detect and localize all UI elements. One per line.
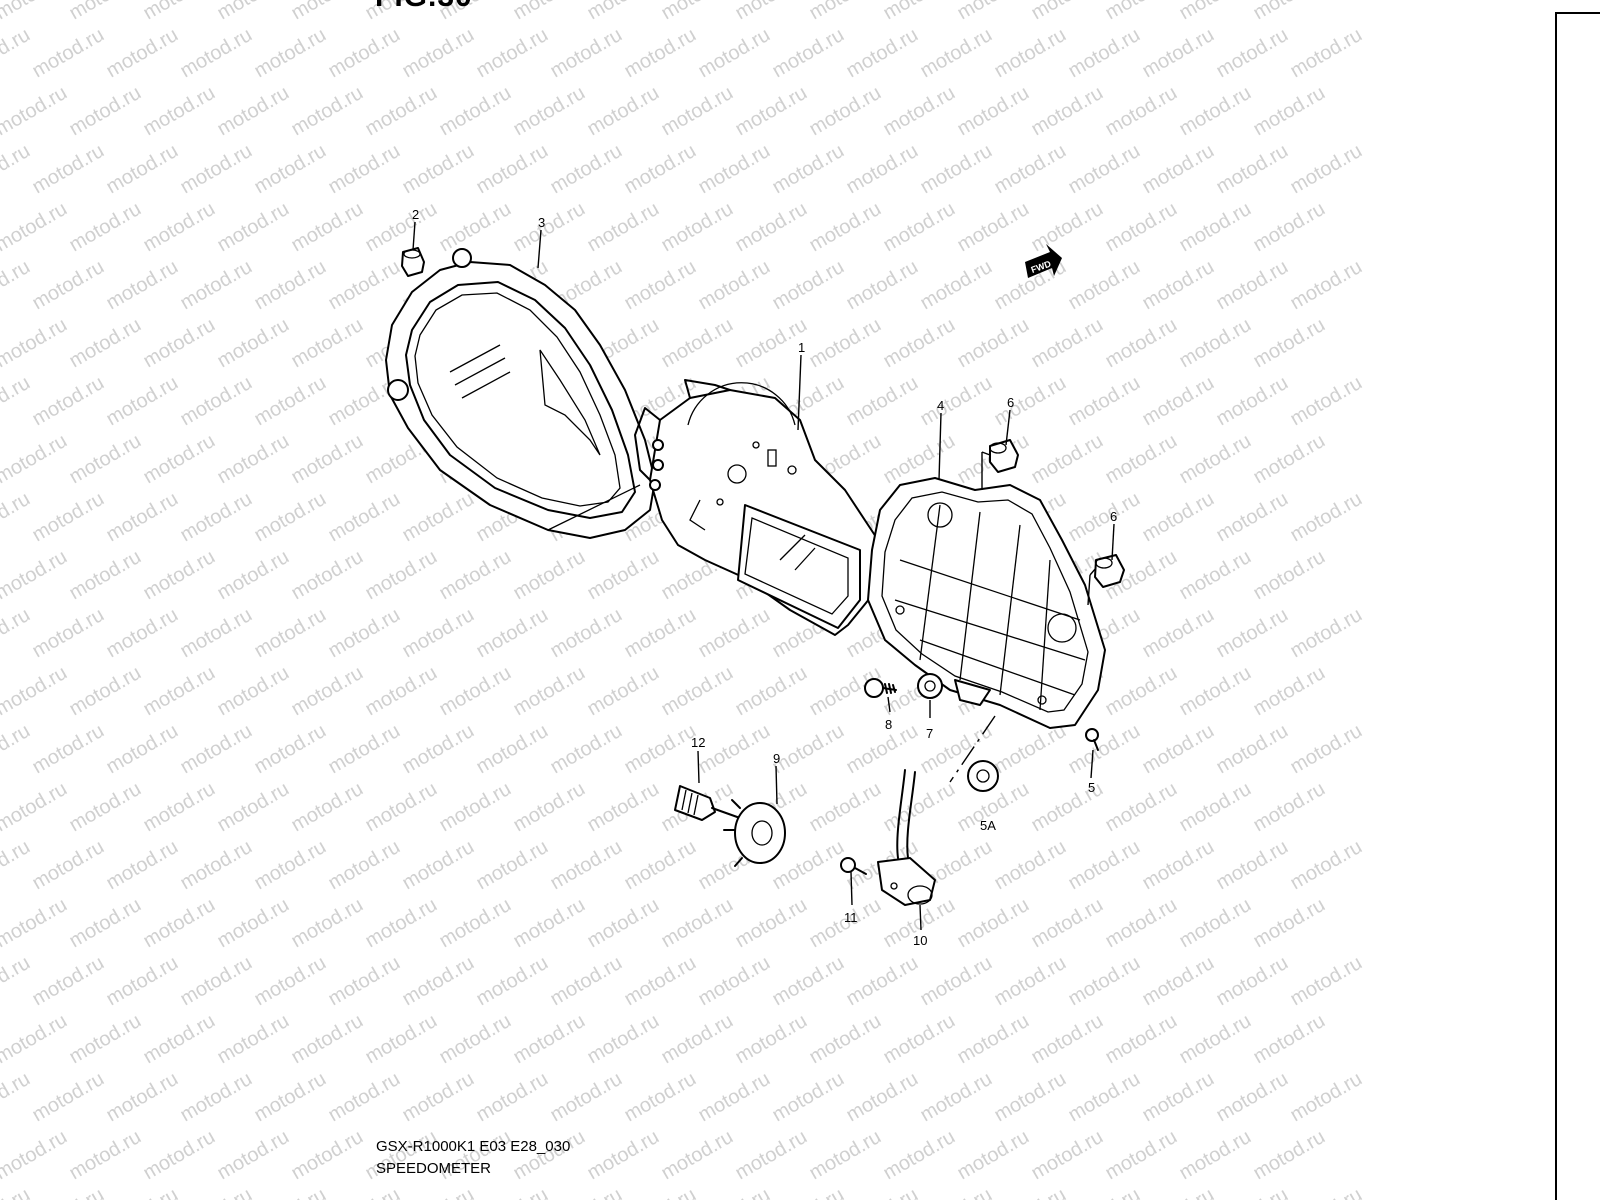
grommet-5a-part (949, 715, 999, 792)
callout-3: 3 (538, 215, 545, 230)
callout-5: 5 (1088, 780, 1095, 795)
callout-12: 12 (691, 735, 705, 750)
callout-6b: 6 (1110, 509, 1117, 524)
screw-8-part (864, 678, 897, 698)
meter-assembly-part (634, 379, 879, 636)
sensor-10-part (877, 769, 936, 906)
model-code: GSX-R1000K1 E03 E28_030 (376, 1138, 571, 1155)
meter-cover-part (385, 248, 656, 539)
washer-7-part (917, 673, 943, 699)
callout-5a: 5A (980, 818, 996, 833)
grommet-part (401, 247, 425, 277)
bolt-5-part (1085, 728, 1099, 751)
callout-9: 9 (773, 751, 780, 766)
callout-10: 10 (913, 933, 927, 948)
page-border (1555, 12, 1600, 1200)
callout-1: 1 (798, 340, 805, 355)
bolt-11-part (840, 857, 867, 875)
grommet-6a-part (981, 439, 1019, 490)
gear-9-part (723, 799, 786, 867)
callout-7: 7 (926, 726, 933, 741)
callout-2: 2 (412, 207, 419, 222)
figure-title: FIG.30 (375, 0, 473, 14)
rear-case-part (867, 477, 1106, 729)
figure-name: SPEEDOMETER (376, 1160, 492, 1177)
shaft-12-part (674, 785, 741, 821)
fwd-arrow-icon: FWD (1025, 244, 1062, 278)
callout-11: 11 (844, 910, 858, 925)
grommet-6b-part (1087, 554, 1125, 606)
callout-4: 4 (937, 398, 944, 413)
callout-6a: 6 (1007, 395, 1014, 410)
callout-8: 8 (885, 717, 892, 732)
